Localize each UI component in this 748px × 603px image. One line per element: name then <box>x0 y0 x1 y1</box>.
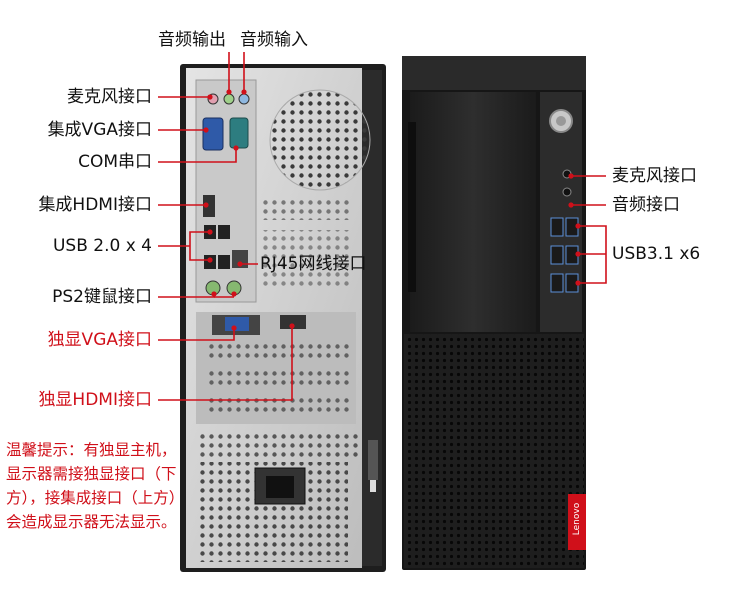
label-audio-out: 音频输出 <box>158 30 226 50</box>
label-ps2: PS2键鼠接口 <box>52 287 152 307</box>
label-vga-integrated: 集成VGA接口 <box>47 120 152 140</box>
warning-note: 温馨提示：有独显主机，显示器需接独显接口（下方），接集成接口（上方）会造成显示器… <box>6 441 177 531</box>
label-usb31: USB3.1 x6 <box>612 244 701 264</box>
label-mic-front: 麦克风接口 <box>612 166 697 186</box>
label-mic-back: 麦克风接口 <box>67 87 152 107</box>
label-usb20: USB 2.0 x 4 <box>52 236 152 256</box>
label-com-port: COM串口 <box>78 152 152 172</box>
label-rj45: RJ45网线接口 <box>260 254 367 274</box>
front-panel <box>402 56 586 570</box>
label-audio-in: 音频输入 <box>240 30 308 50</box>
label-vga-discrete: 独显VGA接口 <box>47 330 152 350</box>
leader-dots <box>203 89 581 331</box>
brand-logo: Lenovo <box>572 502 582 536</box>
label-audio-front: 音频接口 <box>612 195 680 215</box>
label-hdmi-discrete: 独显HDMI接口 <box>38 390 152 410</box>
back-panel <box>180 64 386 572</box>
label-hdmi-integrated: 集成HDMI接口 <box>38 195 152 215</box>
